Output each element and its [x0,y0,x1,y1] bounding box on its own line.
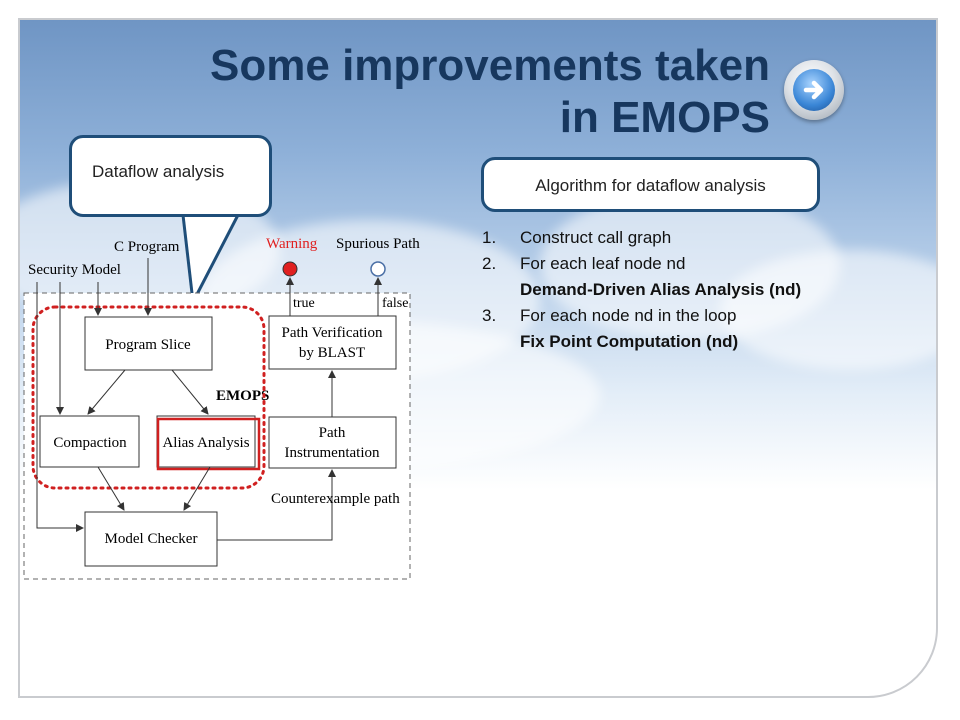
alias-analysis-node [156,415,256,468]
step-3: 3.For each node nd in the loop [482,306,737,325]
program-slice-node [84,316,213,371]
svg-text:Path Verification: Path Verification [282,325,383,341]
security-model-label: Security Model [28,262,121,278]
svg-text:by BLAST: by BLAST [299,345,365,361]
title-line-1: Some improvements taken [210,41,770,90]
step-1: 1.Construct call graph [482,228,672,247]
warning-label: Warning [266,236,318,252]
svg-text:Path: Path [319,425,346,441]
step-2-sub: Demand-Driven Alias Analysis (nd) [520,280,802,299]
callout-algorithm: Algorithm for dataflow analysis [481,157,820,212]
spurious-path-label: Spurious Path [336,236,420,252]
counterexample-label: Counterexample path [271,491,400,507]
callout-dataflow-label: Dataflow analysis [92,162,225,181]
spurious-dot [370,261,386,277]
callout-algorithm-label: Algorithm for dataflow analysis [535,176,766,195]
svg-text:Instrumentation: Instrumentation [285,445,380,461]
step-2: 2.For each leaf node nd [482,254,686,273]
false-label: false [382,296,408,311]
emops-label: EMOPS [216,388,269,404]
next-slide-button[interactable] [784,60,844,120]
svg-text:Model Checker: Model Checker [105,531,198,547]
title-line-2: in EMOPS [559,93,770,142]
svg-text:Compaction: Compaction [53,435,127,451]
true-label: true [293,296,315,311]
step-3-sub: Fix Point Computation (nd) [520,332,739,351]
warning-dot [282,261,298,277]
algorithm-steps: 1.Construct call graph 2.For each leaf n… [482,225,801,355]
slide-title: Some improvements taken in EMOPS [100,40,770,144]
svg-text:Program Slice: Program Slice [105,337,191,353]
path-instrumentation-node [268,416,397,469]
c-program-label: C Program [114,239,180,255]
model-checker-node [84,511,218,567]
svg-text:Alias Analysis: Alias Analysis [162,435,249,451]
compaction-node [39,415,140,468]
path-verification-node [268,315,397,370]
callout-dataflow: Dataflow analysis [69,135,272,217]
arrow-right-icon [793,69,835,111]
